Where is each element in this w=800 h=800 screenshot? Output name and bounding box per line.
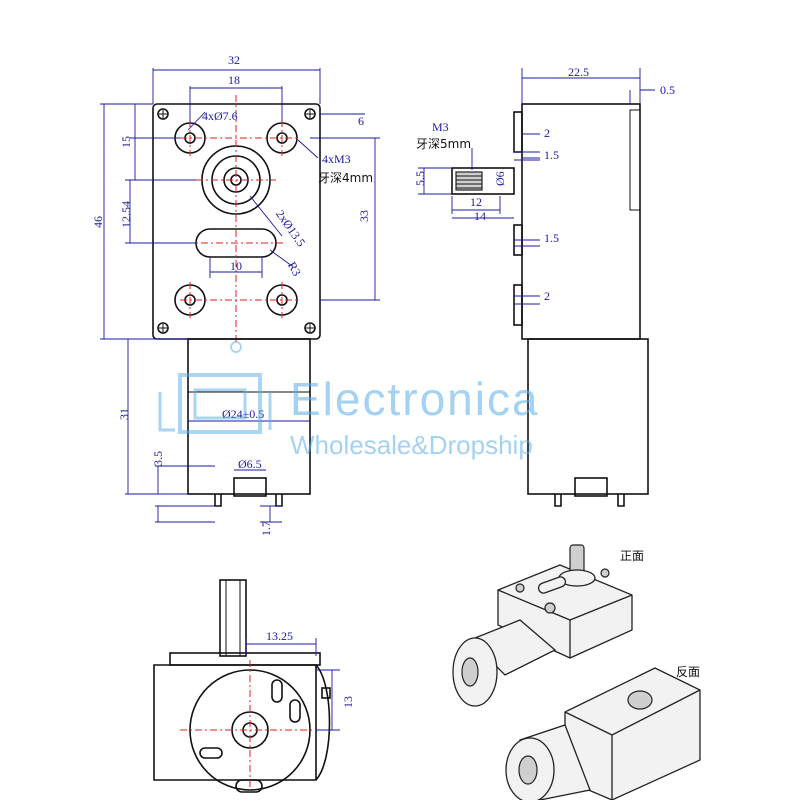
front-view: 32 18 4xØ7.6 6 4xM3 牙深4mm 46 15 12.54 33… bbox=[91, 53, 380, 536]
watermark-tagline: Wholesale&Dropship bbox=[290, 430, 533, 460]
dim-slot-length: 10 bbox=[230, 259, 242, 273]
dim-terminal-width: Ø6.5 bbox=[238, 457, 262, 471]
photo-back-label: 反面 bbox=[676, 665, 700, 679]
watermark-logo-icon bbox=[158, 341, 272, 434]
dim-shaft-length-total: 14 bbox=[474, 209, 486, 223]
product-photo-front: 正面 bbox=[452, 544, 644, 707]
dim-shaft-flat: 5.5 bbox=[413, 171, 427, 186]
photo-front-label: 正面 bbox=[620, 549, 644, 563]
dim-gearbox-depth: 22.5 bbox=[568, 65, 589, 79]
product-photo-back: 反面 bbox=[505, 665, 701, 800]
dim-shaft-length-inner: 12 bbox=[470, 195, 482, 209]
dim-offset-v: 13 bbox=[341, 696, 355, 708]
dim-cover-offset: 0.5 bbox=[660, 83, 675, 97]
dim-boss-top: 2 bbox=[544, 126, 550, 140]
dim-width: 32 bbox=[228, 53, 240, 67]
side-view: 22.5 0.5 M3 牙深5mm 5.5 Ø6 12 14 2 1.5 1.5… bbox=[413, 65, 675, 507]
dim-height-inner: 33 bbox=[357, 210, 371, 222]
dim-motor-length: 31 bbox=[117, 408, 131, 420]
dim-shaft-thread: M3 bbox=[432, 120, 449, 134]
dim-shaft-thread-depth: 牙深5mm bbox=[416, 137, 471, 151]
bottom-view: 13.25 13 bbox=[153, 579, 355, 793]
watermark: Electronica Wholesale&Dropship bbox=[158, 341, 540, 460]
dim-shaft-to-slot: 12.54 bbox=[119, 201, 133, 228]
dim-thread-holes: 4xM3 bbox=[322, 152, 351, 166]
dim-top-edge: 6 bbox=[358, 114, 364, 128]
dim-top-to-shaft: 15 bbox=[119, 136, 133, 148]
dim-offset-h: 13.25 bbox=[266, 629, 293, 643]
dim-terminal-height: 1.7 bbox=[259, 521, 273, 536]
dim-hole-spacing: 18 bbox=[228, 73, 240, 87]
dim-terminal-offset: 3.5 bbox=[151, 451, 165, 466]
watermark-brand: Electronica bbox=[290, 373, 540, 425]
dim-shaft-diameter: Ø6 bbox=[493, 171, 507, 186]
dim-thread-depth: 牙深4mm bbox=[318, 171, 373, 185]
corner-screw-icon bbox=[157, 108, 316, 334]
dim-boss-bottom: 2 bbox=[544, 289, 550, 303]
dim-mount-holes: 4xØ7.6 bbox=[202, 109, 238, 123]
dim-step-bottom: 1.5 bbox=[544, 231, 559, 245]
dim-step-top: 1.5 bbox=[544, 148, 559, 162]
dim-height-total: 46 bbox=[91, 216, 105, 228]
dim-slot-radius: R3 bbox=[285, 259, 304, 278]
